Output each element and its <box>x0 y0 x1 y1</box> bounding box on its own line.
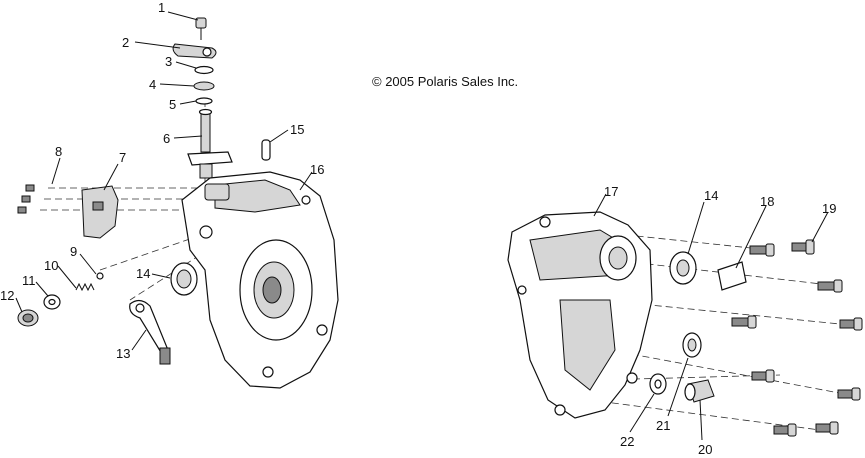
callout-20: 20 <box>698 442 712 457</box>
cover-housing-part-17 <box>507 211 653 419</box>
callout-12: 12 <box>0 288 14 303</box>
fitting-part-20 <box>684 379 715 403</box>
lever-arm-part-2 <box>172 43 217 59</box>
callout-15: 15 <box>290 122 304 137</box>
washer-part-5 <box>195 97 213 105</box>
bolts-part-8 <box>17 184 35 214</box>
callout-8: 8 <box>55 144 62 159</box>
sensor-part-13 <box>129 299 171 365</box>
callout-13: 13 <box>116 346 130 361</box>
seal-part-14-left <box>170 262 198 296</box>
copyright-notice: © 2005 Polaris Sales Inc. <box>372 74 518 89</box>
callout-7: 7 <box>119 150 126 165</box>
callout-17: 17 <box>604 184 618 199</box>
callout-11: 11 <box>22 273 36 288</box>
washer-part-22 <box>649 373 667 395</box>
spring-part-10 <box>75 282 95 292</box>
flange-bolts-part-19 <box>731 239 863 437</box>
callout-18: 18 <box>760 194 774 209</box>
callout-14-right: 14 <box>704 188 718 203</box>
callout-16: 16 <box>310 162 324 177</box>
callout-19: 19 <box>822 201 836 216</box>
gearcase-housing-part-16 <box>181 171 339 389</box>
seal-ring-part-21 <box>682 332 702 358</box>
leader-lines <box>15 11 829 441</box>
dowel-pin-part-15 <box>261 139 271 161</box>
seal-part-14-right <box>669 251 697 285</box>
label-part-18 <box>717 261 747 291</box>
ball-part-9 <box>96 272 104 280</box>
callout-14-left: 14 <box>136 266 150 281</box>
callout-22: 22 <box>620 434 634 449</box>
callout-6: 6 <box>163 131 170 146</box>
callout-2: 2 <box>122 35 129 50</box>
callout-21: 21 <box>656 418 670 433</box>
callout-labels: 1 2 3 4 5 6 7 8 9 10 11 12 13 14 14 15 1… <box>0 0 836 457</box>
callout-4: 4 <box>149 77 156 92</box>
callout-1: 1 <box>158 0 165 15</box>
assembly-lines <box>40 100 851 431</box>
callout-9: 9 <box>70 244 77 259</box>
callout-5: 5 <box>169 97 176 112</box>
screw-part-1 <box>195 17 207 40</box>
washer-part-3 <box>194 65 214 75</box>
bracket-part-7 <box>81 185 119 239</box>
o-ring-part-4 <box>193 81 215 91</box>
callout-3: 3 <box>165 54 172 69</box>
shaft-part-6 <box>187 108 233 179</box>
callout-10: 10 <box>44 258 58 273</box>
cap-nut-part-12 <box>17 309 39 327</box>
